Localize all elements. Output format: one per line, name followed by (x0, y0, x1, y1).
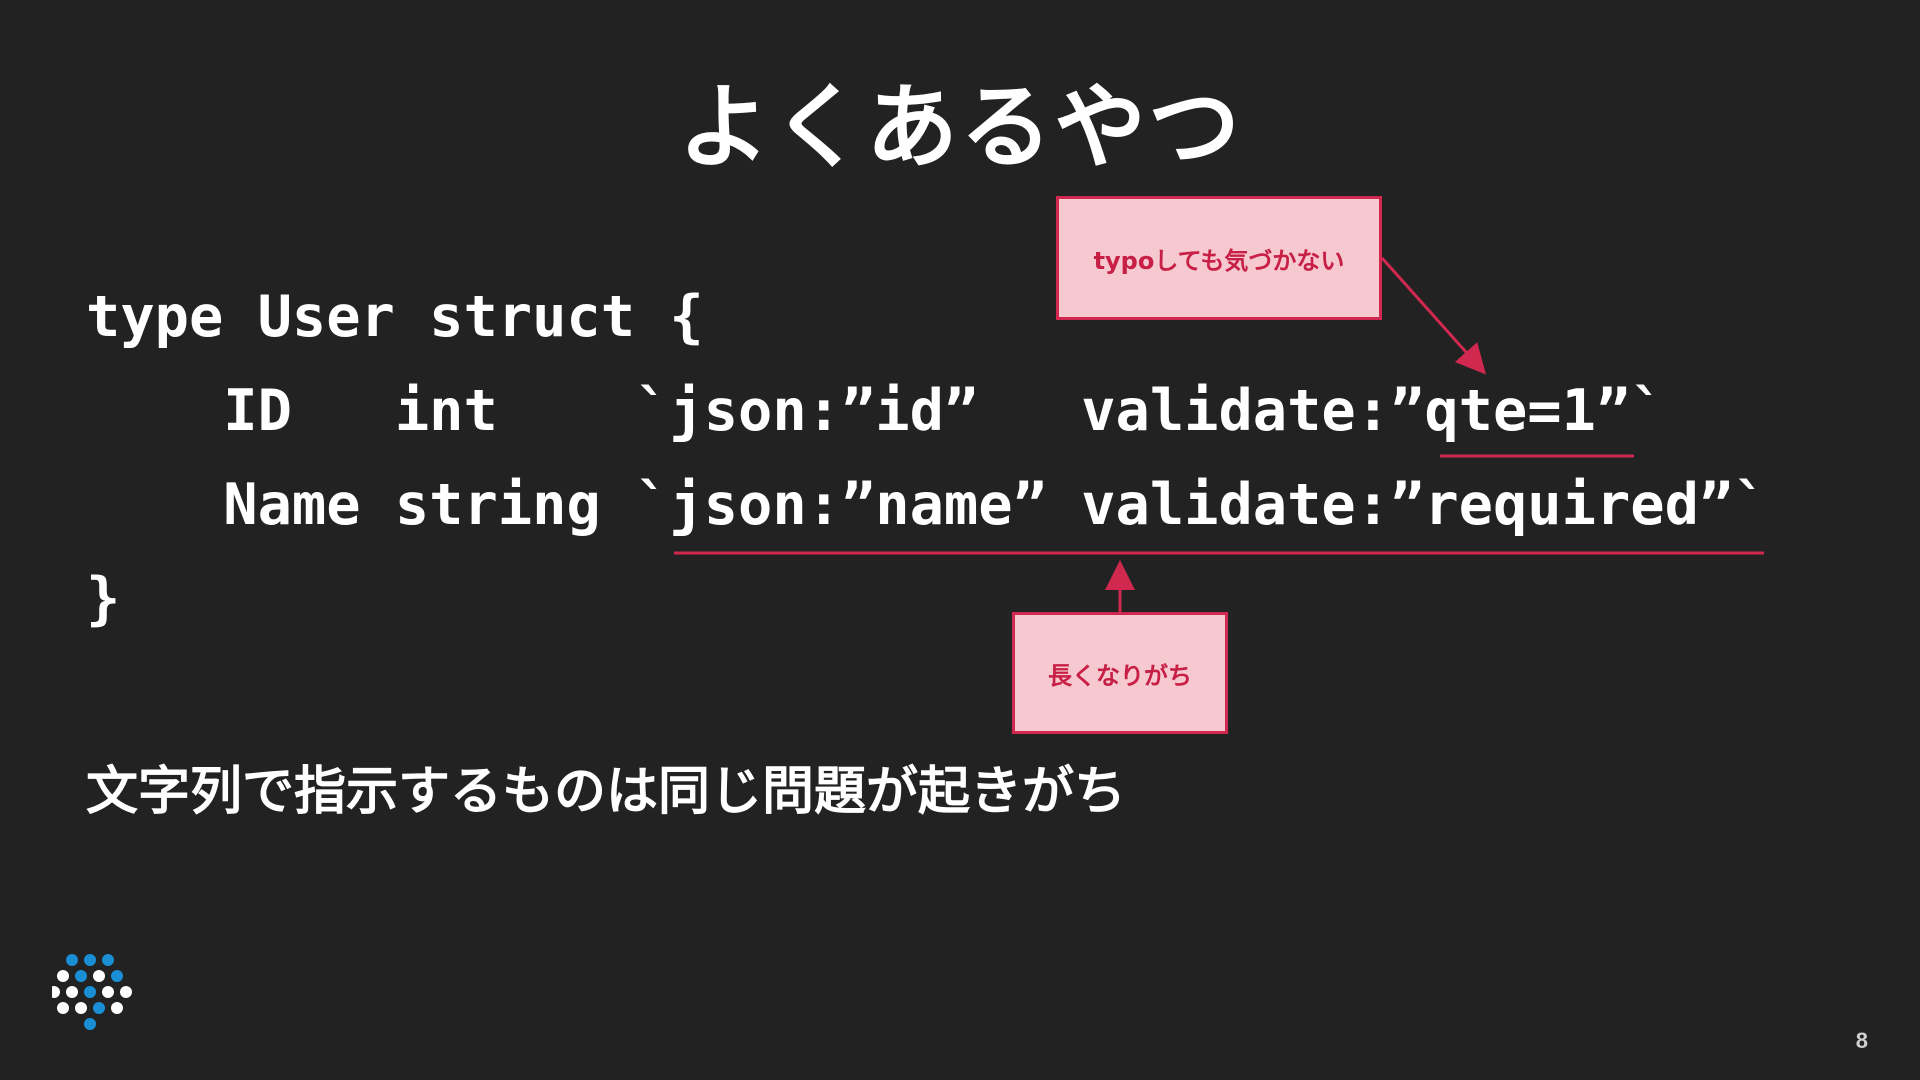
page-number: 8 (1855, 1028, 1868, 1053)
code-block: type User struct { ID int `json:”id” val… (86, 282, 1846, 642)
dot-grid-logo-icon (52, 954, 132, 1030)
callout-long: 長くなりがち (1012, 612, 1228, 734)
callout-typo: typoしても気づかない (1056, 196, 1382, 320)
slide-title: よくあるやつ (677, 74, 1242, 181)
statement-text: 文字列で指示するものは同じ問題が起きがち (86, 762, 1127, 822)
code-line-1: type User struct { (86, 284, 704, 350)
code-line-3: Name string `json:”name” validate:”requi… (86, 472, 1768, 538)
code-line-2: ID int `json:”id” validate:”qte=1”` (86, 378, 1665, 444)
code-line-4: } (86, 566, 121, 632)
